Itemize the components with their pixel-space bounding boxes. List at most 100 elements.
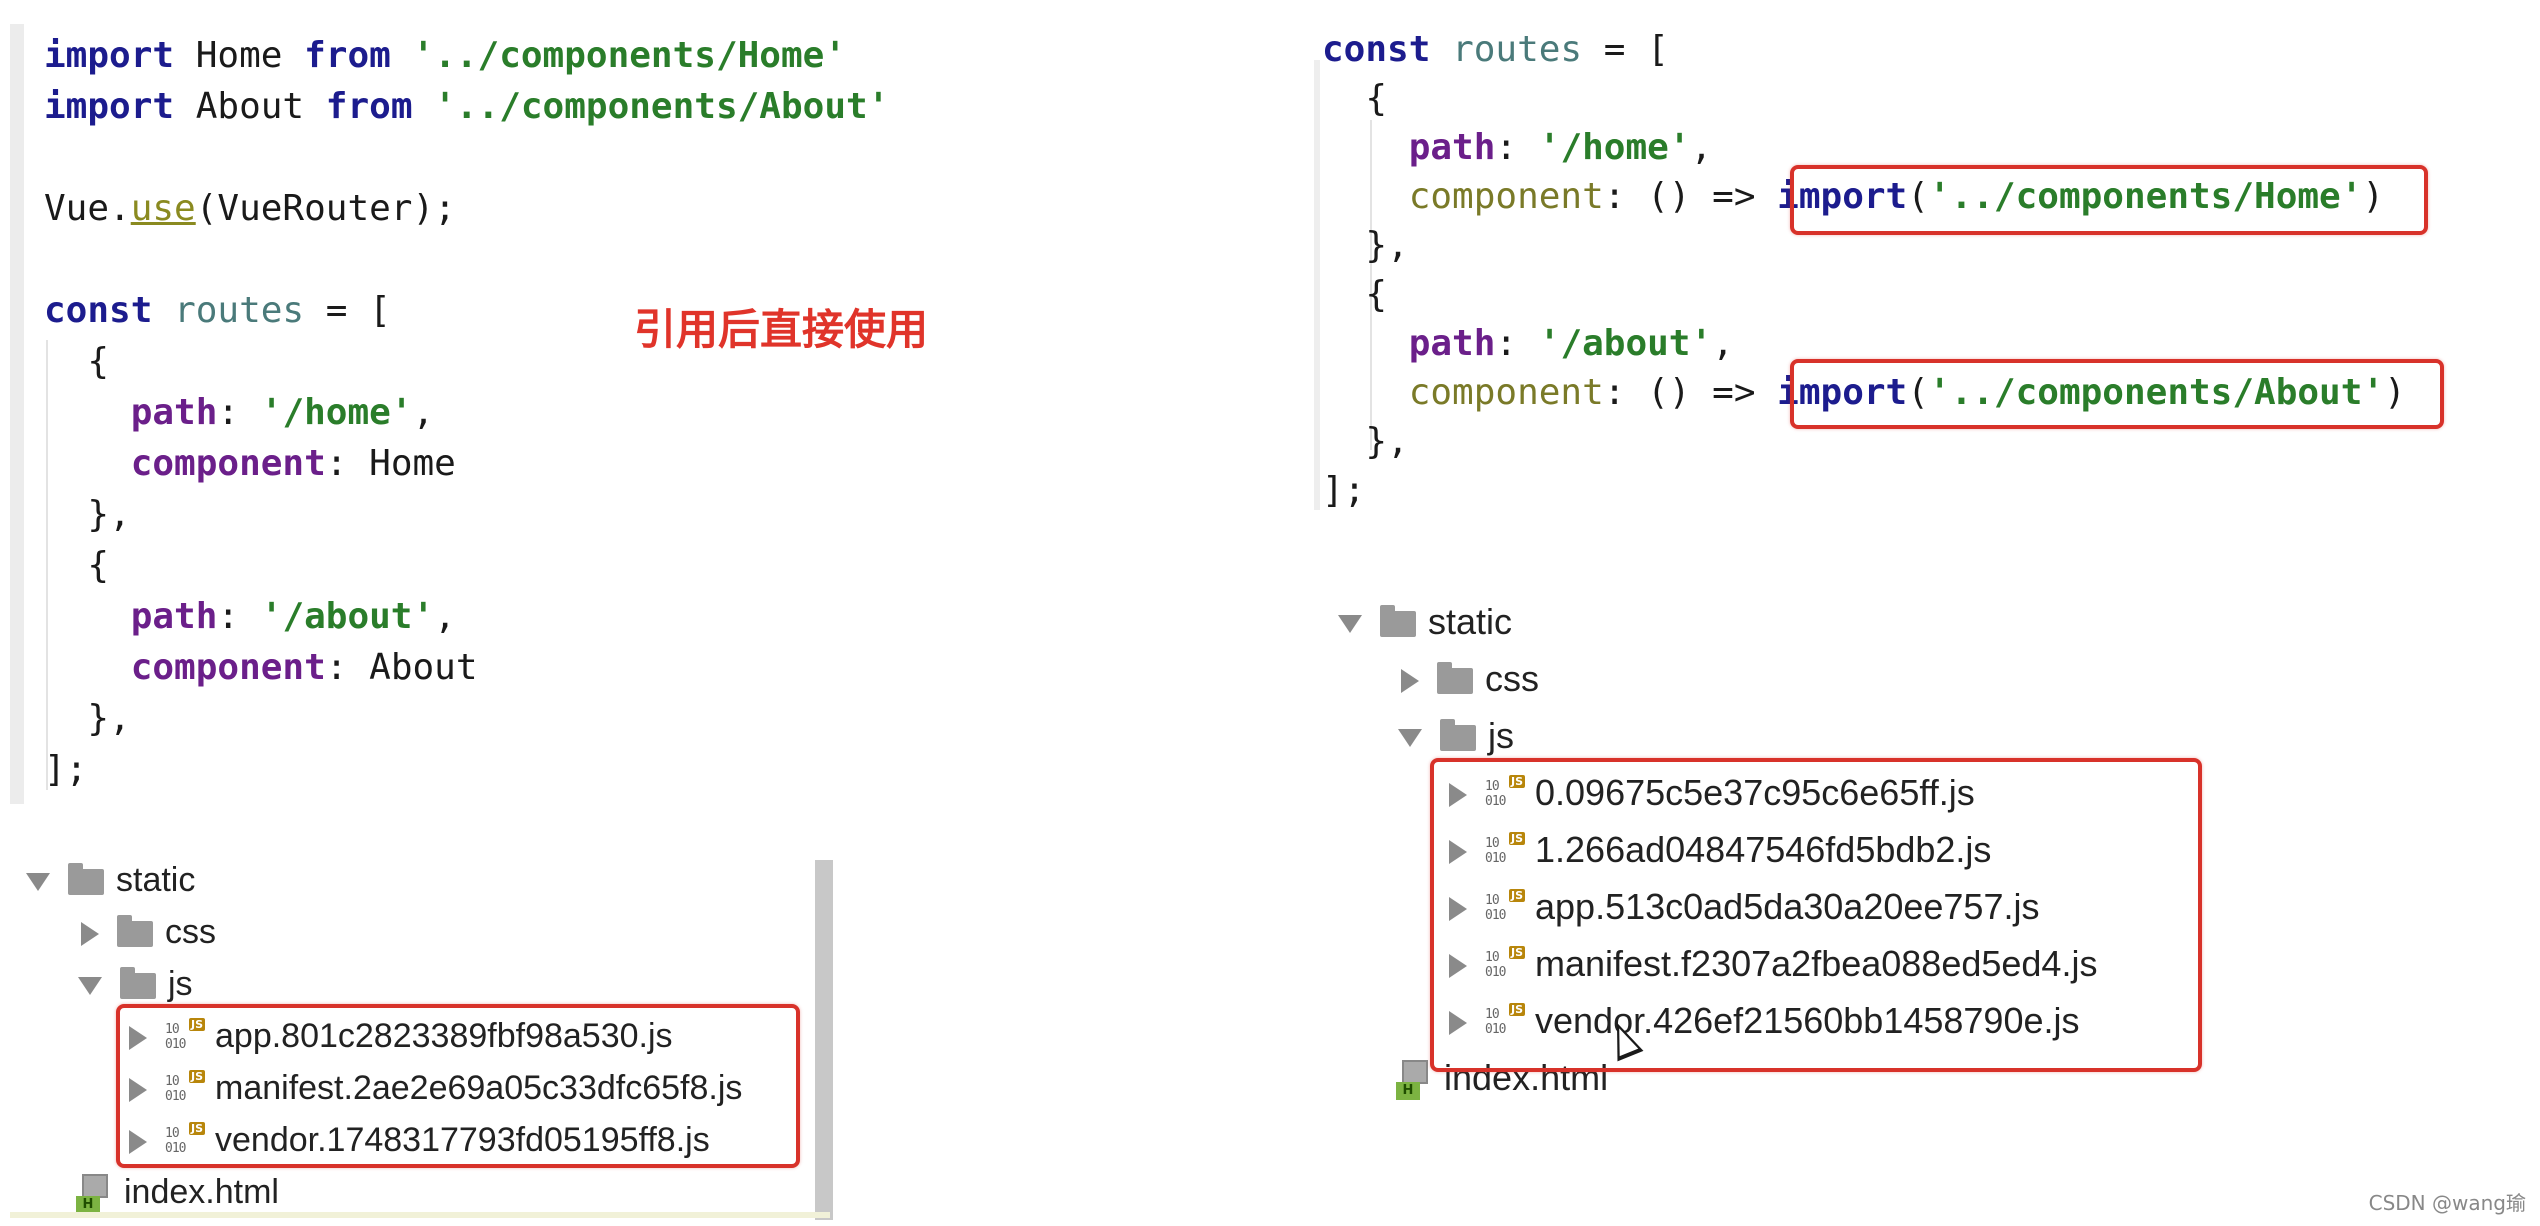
tree-label: app.513c0ad5da30a20ee757.js [1535,886,2040,927]
tree-label: index.html [124,1173,279,1211]
tree-scrollbar[interactable] [815,860,833,1220]
caret-right-icon[interactable] [1449,840,1467,865]
code-line: }, [87,494,131,535]
code-line: path: '/about', [1408,323,1734,364]
tree-label: css [165,913,216,951]
right-editor-gutter [1314,60,1320,510]
tree-label: css [1485,658,1539,699]
code-line: }, [1365,225,1409,266]
html-file-icon: H [76,1174,112,1215]
caret-right-icon[interactable] [1449,954,1467,979]
tree-folder-js[interactable]: js [78,958,193,1010]
folder-icon [1437,662,1473,695]
highlight-box-left-js-files [116,1004,800,1168]
code-line: path: '/home', [1408,127,1713,168]
caret-down-icon[interactable] [1398,729,1422,748]
code-line: ]; [44,749,88,790]
code-line: { [1365,78,1388,119]
tree-label: manifest.f2307a2fbea088ed5ed4.js [1535,943,2098,984]
caret-right-icon[interactable] [1449,897,1467,922]
caret-right-icon[interactable] [129,1130,147,1155]
code-line: component: () => import('../components/A… [1408,372,2406,413]
code-line: path: '/home', [130,392,435,433]
caret-right-icon[interactable] [1449,1011,1467,1036]
tree-label: app.801c2823389fbf98a530.js [215,1017,673,1055]
folder-icon [117,915,153,948]
caret-right-icon[interactable] [129,1026,147,1051]
code-line-blank [44,234,889,285]
code-line-blank [44,132,889,183]
caret-right-icon[interactable] [1401,669,1419,694]
caret-right-icon[interactable] [1449,783,1467,808]
right-code-editor[interactable]: const routes = [ { path: '/home', compon… [1322,25,2406,515]
folder-icon [1440,719,1476,752]
code-line: }, [87,698,131,739]
code-line: import Home from '../components/Home' [44,35,846,76]
tree-label: index.html [1444,1057,1609,1098]
caret-down-icon[interactable] [78,977,102,996]
panel-divider [10,1212,830,1218]
code-line: component: Home [130,443,456,484]
indent-guide [46,340,48,790]
folder-icon [1380,605,1416,638]
code-line: component: () => import('../components/H… [1408,176,2385,217]
code-line: import About from '../components/About' [44,86,890,127]
highlight-box-home-import [1790,165,2428,235]
caret-right-icon[interactable] [129,1078,147,1103]
tree-label: js [168,965,193,1003]
code-line: { [87,341,110,382]
caret-down-icon[interactable] [26,873,50,892]
code-line: { [87,545,110,586]
tree-folder-static[interactable]: static [1338,596,1512,648]
tree-label: vendor.1748317793fd05195ff8.js [215,1121,710,1159]
html-file-icon: H [1396,1060,1432,1101]
tree-label: static [1428,601,1513,642]
annotation-label: 引用后直接使用 [634,305,929,354]
highlight-box-right-js-files [1430,758,2202,1072]
tree-label: 0.09675c5e37c95c6e65ff.js [1535,772,1975,813]
code-line: path: '/about', [130,596,456,637]
caret-right-icon[interactable] [81,922,99,947]
code-line: ]; [1322,470,1366,511]
left-code-editor[interactable]: import Home from '../components/Home' imp… [44,30,889,795]
caret-down-icon[interactable] [1338,615,1362,634]
highlight-box-about-import [1790,359,2444,429]
watermark: CSDN @wang瑜 [2368,1191,2526,1215]
tree-folder-static[interactable]: static [26,854,195,906]
left-editor-gutter [10,24,24,804]
code-line: { [1365,274,1388,315]
tree-label: 1.266ad04847546fd5bdb2.js [1535,829,1992,870]
tree-folder-js[interactable]: js [1398,710,1514,762]
tree-folder-css[interactable]: css [78,906,216,958]
tree-label: js [1488,715,1514,756]
code-line: Vue.use(VueRouter); [44,188,456,229]
code-line: const routes = [ [1322,29,1669,70]
indent-guide [1370,120,1372,450]
folder-icon [120,967,156,1000]
code-line: }, [1365,421,1409,462]
tree-label: manifest.2ae2e69a05c33dfc65f8.js [215,1069,743,1107]
code-line: const routes = [ [44,290,391,331]
tree-label: static [116,861,196,899]
tree-folder-css[interactable]: css [1398,653,1539,705]
code-line: component: About [130,647,478,688]
